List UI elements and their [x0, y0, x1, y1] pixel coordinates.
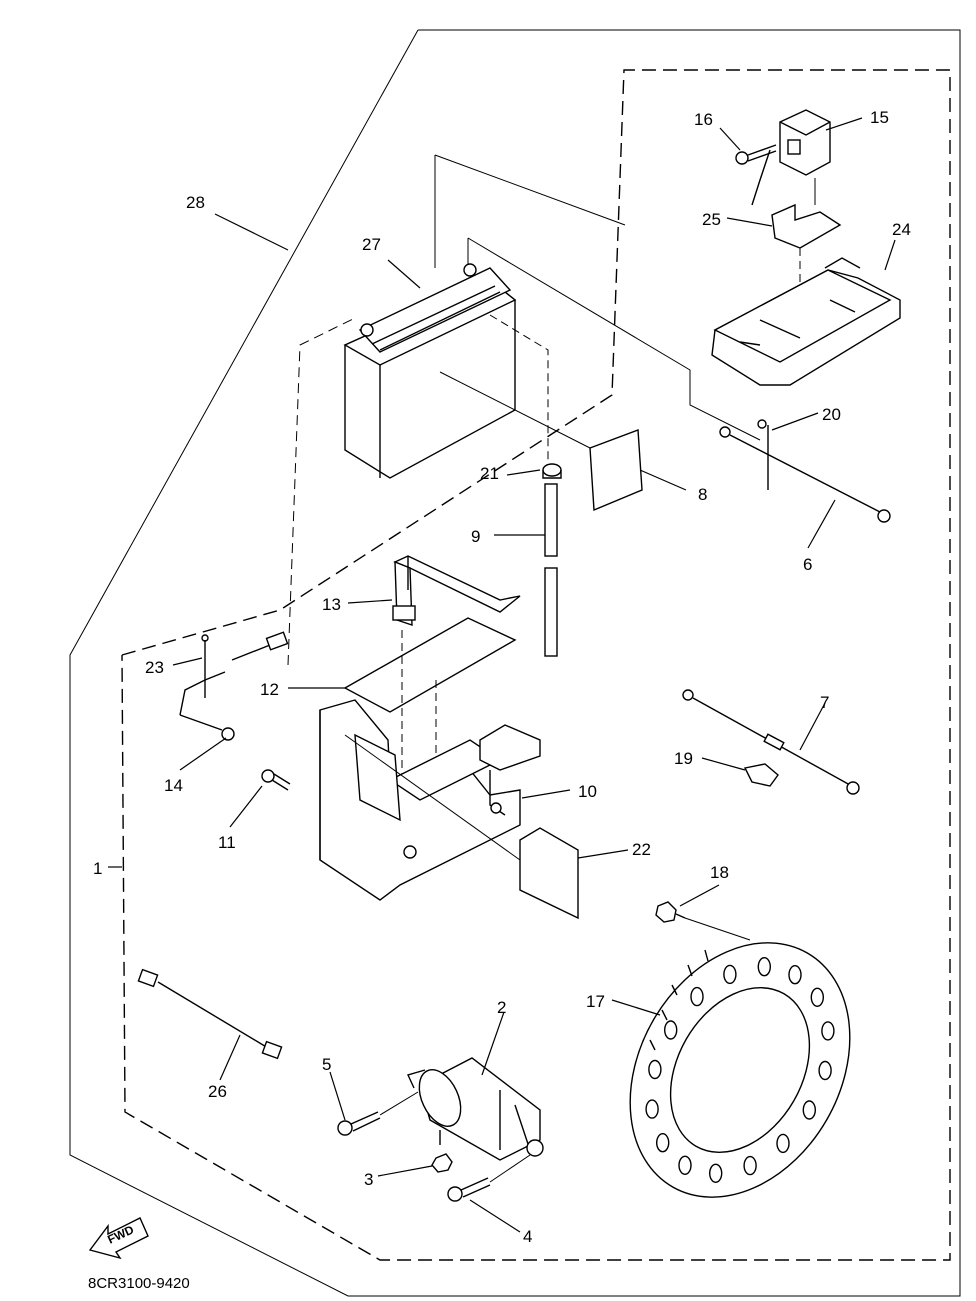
plate-icon [519, 827, 579, 920]
callout-10: 10 [578, 782, 597, 801]
relay-area-boundary [287, 317, 356, 666]
callout-5: 5 [322, 1055, 331, 1074]
gear-hole [743, 1155, 757, 1176]
callout-27: 27 [362, 235, 381, 254]
bracket-icon [771, 203, 842, 249]
gear-hole [648, 1059, 662, 1080]
starter-gear-icon [629, 942, 851, 1198]
cover-icon [711, 257, 901, 386]
battery-bracket-icon [319, 699, 541, 901]
bolt-icon [655, 901, 686, 923]
bolt-icon [735, 144, 777, 165]
gear-hole [821, 1021, 835, 1041]
callout-17: 17 [586, 992, 605, 1011]
inner-kit-boundary [121, 69, 951, 1261]
strap-icon [392, 555, 521, 626]
callout-24: 24 [892, 220, 911, 239]
fwd-arrow-icon: FWD [88, 1217, 149, 1260]
callout-9: 9 [471, 527, 480, 546]
bolt-icon [337, 1111, 381, 1136]
callout-19: 19 [674, 749, 693, 768]
hose-icon [544, 483, 558, 657]
callout-21: 21 [480, 464, 499, 483]
callout-26: 26 [208, 1082, 227, 1101]
wire-lead-icon [719, 419, 891, 523]
callout-22: 22 [632, 840, 651, 859]
callout-2: 2 [497, 998, 506, 1017]
wire-lead-icon [137, 968, 283, 1060]
bolt-icon [261, 769, 291, 791]
wire-lead-icon [682, 689, 860, 795]
callout-4: 4 [523, 1227, 532, 1246]
sheet-icon [343, 617, 517, 713]
pad-icon [589, 429, 643, 512]
gear-hole [802, 1100, 816, 1120]
callout-20: 20 [822, 405, 841, 424]
gear-hole [818, 1060, 832, 1081]
gear-hole [645, 1099, 659, 1119]
outer-kit-boundary [69, 29, 961, 1297]
callout-6: 6 [803, 555, 812, 574]
callout-15: 15 [870, 108, 889, 127]
gear-hole [690, 986, 704, 1007]
callout-13: 13 [322, 595, 341, 614]
callout-28: 28 [186, 193, 205, 212]
callout-7: 7 [820, 693, 829, 712]
callouts: 1 2 3 4 5 6 7 8 9 10 11 12 13 14 15 16 1… [93, 108, 911, 1246]
callout-8: 8 [698, 485, 707, 504]
callout-11: 11 [218, 833, 236, 852]
leader-lines [108, 117, 896, 1233]
gear-hole [810, 987, 824, 1007]
gear-hole [723, 964, 737, 985]
callout-1: 1 [93, 859, 102, 878]
diagram-code: 8CR3100-9420 [88, 1275, 190, 1292]
nut-icon [431, 1153, 453, 1173]
wire-lead-icon [179, 631, 289, 741]
battery-icon [343, 263, 517, 479]
callout-12: 12 [260, 680, 279, 699]
clamp-icon [743, 763, 779, 787]
grommet-icon [542, 463, 562, 479]
gear-hole [788, 965, 802, 985]
callout-18: 18 [710, 863, 729, 882]
bolt-icon [447, 1177, 491, 1202]
callout-3: 3 [364, 1170, 373, 1189]
gear-hole [776, 1133, 790, 1154]
callout-16: 16 [694, 110, 713, 129]
callout-14: 14 [164, 776, 183, 795]
callout-25: 25 [702, 210, 721, 229]
gear-hole [709, 1163, 723, 1184]
gear-hole [678, 1155, 692, 1176]
starter-relay-icon [751, 109, 831, 206]
gear-hole [757, 957, 771, 977]
gear-hole [656, 1132, 670, 1153]
callout-23: 23 [145, 658, 164, 677]
gear-hole [664, 1020, 678, 1040]
starter-motor-icon [407, 1057, 544, 1161]
